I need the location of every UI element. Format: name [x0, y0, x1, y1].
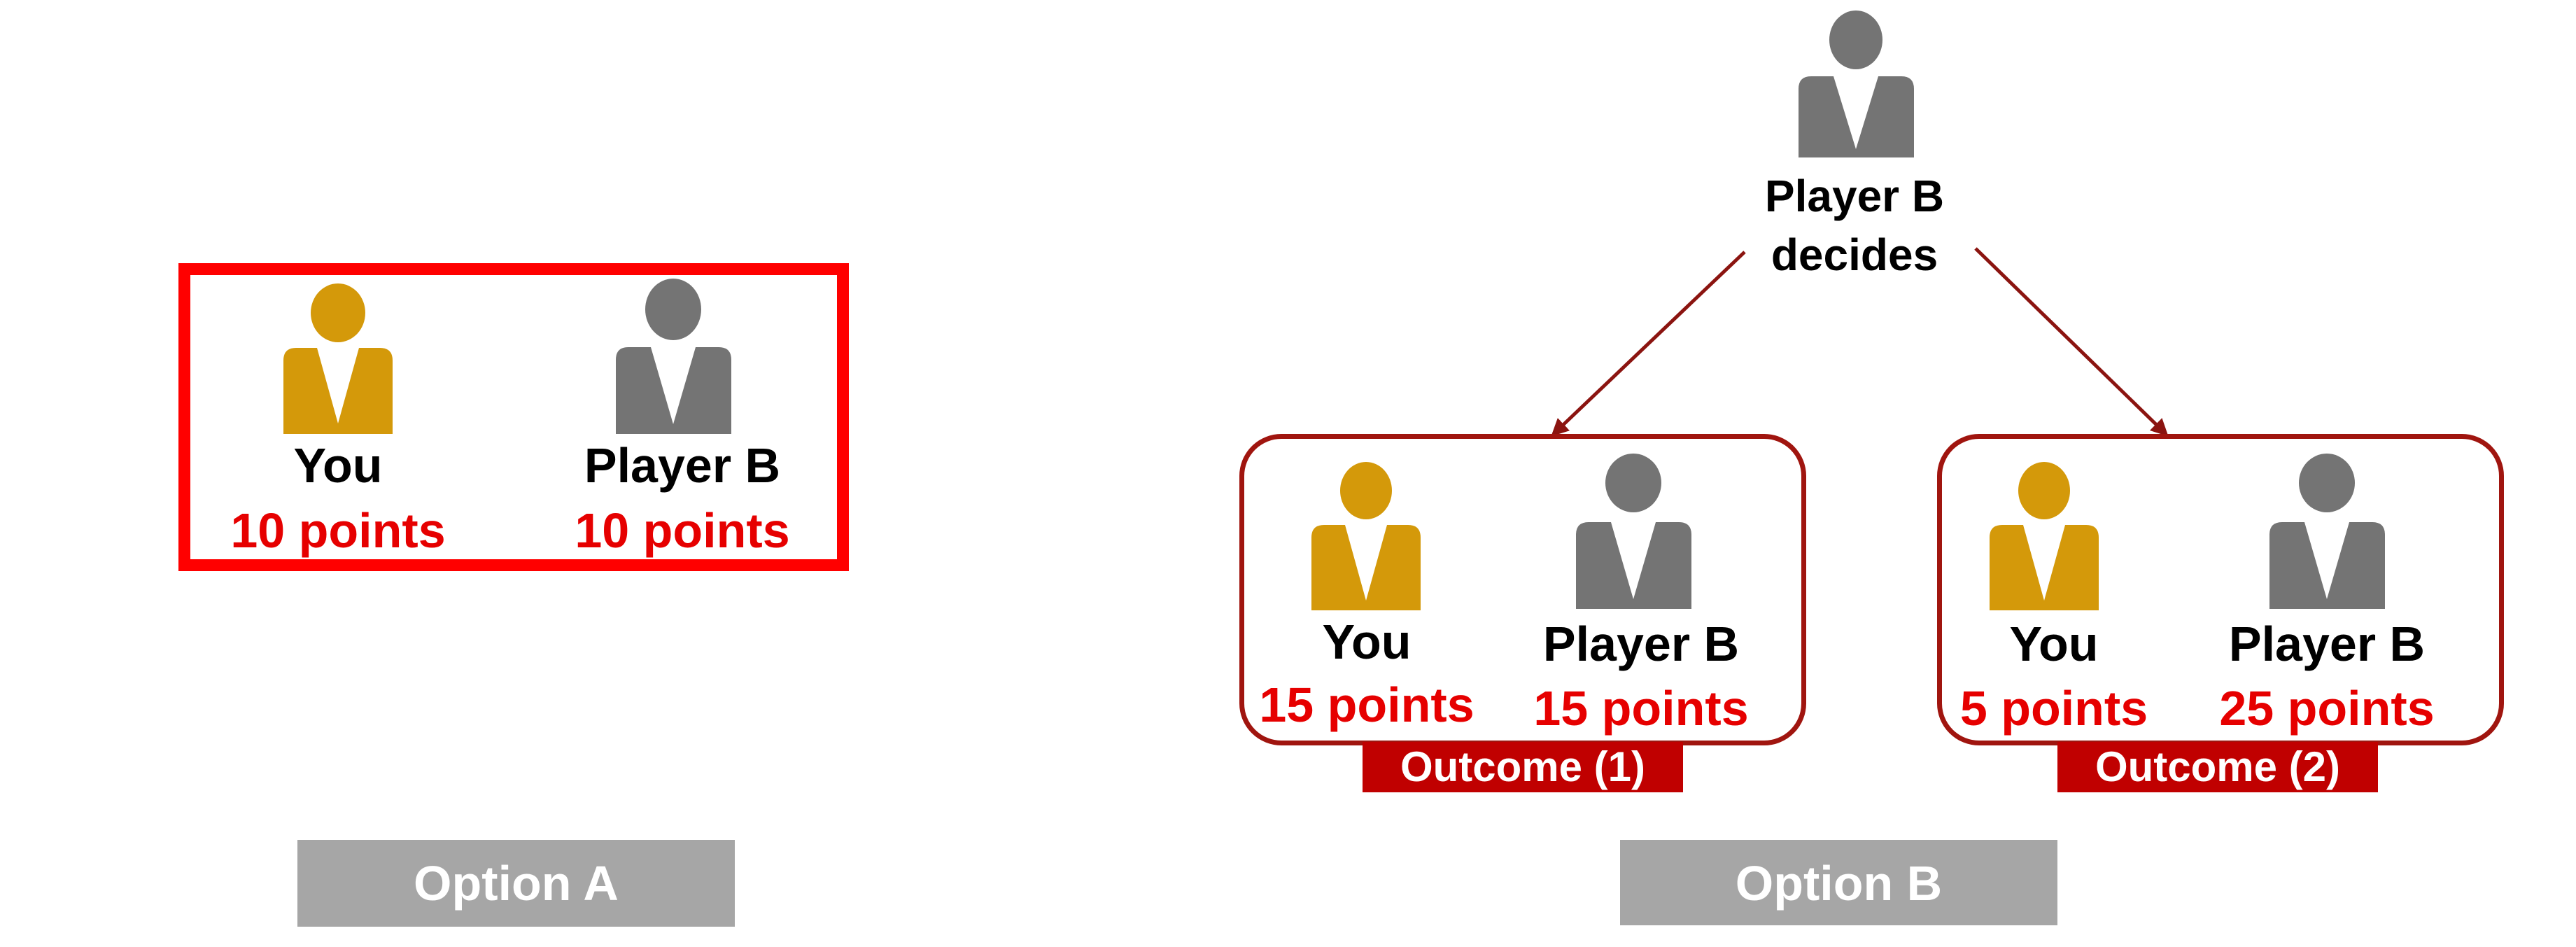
- option-b-label: Option B: [1620, 840, 2057, 925]
- you-person-icon: [283, 283, 393, 434]
- outcome-2-player-b-name: Player B: [2228, 617, 2426, 671]
- outcome-2-label: Outcome (2): [2057, 742, 2378, 792]
- outcome-1-label: Outcome (1): [1363, 742, 1683, 792]
- you-name: You: [293, 438, 383, 493]
- decider-label-line1: Player B: [1764, 171, 1945, 221]
- arrow-to-outcome-2: [1974, 247, 2169, 437]
- decider-person-icon: [1799, 10, 1914, 157]
- outcome-1-player-b-name: Player B: [1542, 617, 1740, 671]
- player-b-name: Player B: [584, 438, 781, 493]
- arrow-to-outcome-1: [1551, 251, 1746, 437]
- you-points: 10 points: [230, 503, 446, 558]
- outcome-1-you-name: You: [1322, 615, 1412, 669]
- option-a-box: [178, 263, 849, 571]
- player-b-points: 10 points: [575, 503, 790, 558]
- outcome-2-you-person-icon: [1990, 462, 2099, 610]
- outcome-2-you-name: You: [2009, 617, 2099, 671]
- outcome-2-you-points: 5 points: [1959, 681, 2148, 736]
- outcome-2-player-b-points: 25 points: [2219, 681, 2435, 736]
- outcome-1-player-b-points: 15 points: [1533, 681, 1749, 736]
- player-b-person-icon: [616, 279, 731, 434]
- option-a-label: Option A: [297, 840, 735, 927]
- outcome-1-you-person-icon: [1311, 462, 1421, 610]
- decider-label-line2: decides: [1771, 230, 1938, 280]
- outcome-2-player-b-person-icon: [2269, 454, 2385, 609]
- outcome-1-player-b-person-icon: [1576, 454, 1691, 609]
- outcome-1-you-points: 15 points: [1259, 678, 1474, 732]
